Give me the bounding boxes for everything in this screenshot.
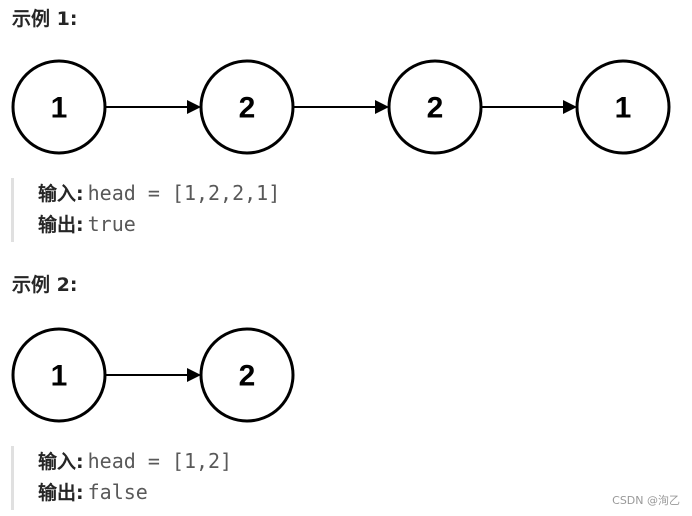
input-label: 输入: xyxy=(38,183,84,205)
list-node: 2 xyxy=(199,327,295,423)
example-1-io-block: 输入:head = [1,2,2,1] 输出:true xyxy=(11,178,280,242)
input-value: head = [1,2] xyxy=(87,449,233,473)
node-circle xyxy=(199,327,295,423)
output-label: 输出: xyxy=(38,482,84,504)
list-node: 1 xyxy=(11,59,107,155)
example-1-linked-list-diagram: 1 2 2 1 xyxy=(11,59,671,155)
example-1-output-line: 输出:true xyxy=(38,209,280,240)
example-2-io-block: 输入:head = [1,2] 输出:false xyxy=(11,446,232,510)
node-value: 2 xyxy=(239,92,256,125)
node-value: 1 xyxy=(51,92,68,125)
node-circle xyxy=(387,59,483,155)
example-1-title: 示例 1: xyxy=(12,8,78,30)
node-circle xyxy=(11,59,107,155)
watermark: CSDN @洵乙 xyxy=(612,494,680,507)
output-label: 输出: xyxy=(38,214,84,236)
node-value: 1 xyxy=(615,92,632,125)
example-2-input-line: 输入:head = [1,2] xyxy=(38,446,232,477)
arrowhead-icon xyxy=(563,100,577,114)
arrowhead-icon xyxy=(187,100,201,114)
node-circle xyxy=(199,59,295,155)
list-node: 2 xyxy=(387,59,483,155)
example-2-title: 示例 2: xyxy=(12,274,78,296)
output-value: false xyxy=(87,480,148,504)
arrowhead-icon xyxy=(187,368,201,382)
node-circle xyxy=(11,327,107,423)
node-circle xyxy=(575,59,671,155)
arrowhead-icon xyxy=(375,100,389,114)
list-node: 1 xyxy=(575,59,671,155)
input-value: head = [1,2,2,1] xyxy=(87,181,281,205)
node-value: 2 xyxy=(427,92,444,125)
output-value: true xyxy=(87,212,136,236)
example-1-input-line: 输入:head = [1,2,2,1] xyxy=(38,178,280,209)
example-2-output-line: 输出:false xyxy=(38,477,232,508)
input-label: 输入: xyxy=(38,451,84,473)
node-value: 2 xyxy=(239,360,256,393)
list-node: 1 xyxy=(11,327,107,423)
list-node: 2 xyxy=(199,59,295,155)
node-value: 1 xyxy=(51,360,68,393)
